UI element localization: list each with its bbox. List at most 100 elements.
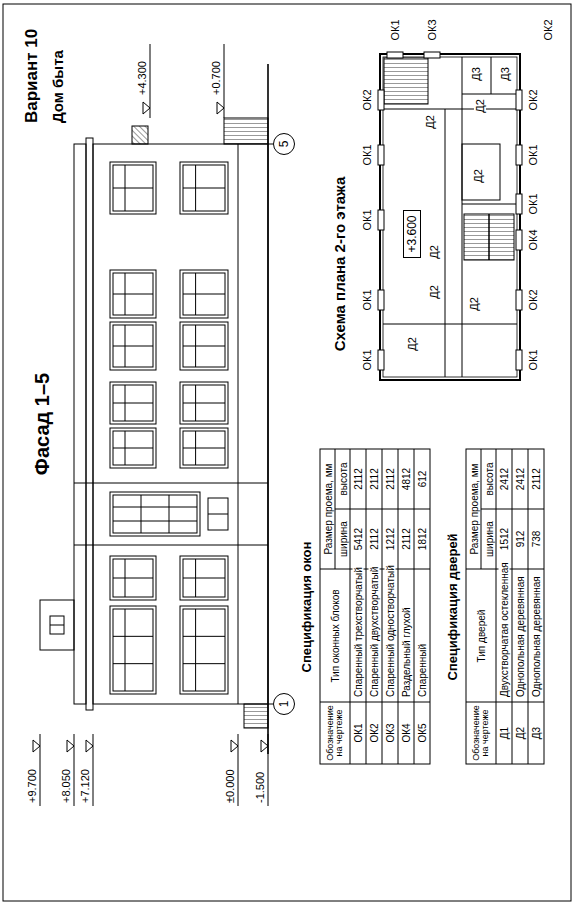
drawing-label: 612 bbox=[417, 470, 428, 489]
drawing-label: ширина bbox=[337, 520, 348, 558]
plan-window bbox=[378, 210, 384, 230]
drawing-label: ОК3 bbox=[426, 18, 438, 41]
window-mullion bbox=[183, 578, 225, 579]
window-frame bbox=[180, 606, 228, 694]
drawing-label: Д2 bbox=[424, 114, 436, 130]
plan-window bbox=[516, 350, 522, 370]
drawing-label: ОК1 bbox=[527, 192, 539, 215]
drawing-label: Схема плана 2-го этажа bbox=[332, 176, 349, 353]
drawing-label: Спаренный трехстворчатый bbox=[353, 566, 364, 698]
drawing-label: 2112 bbox=[401, 527, 412, 551]
drawing-label: Однопольная деревянная bbox=[515, 575, 526, 698]
window-transom bbox=[195, 431, 196, 465]
window-sash bbox=[183, 385, 225, 421]
plan-window bbox=[378, 145, 384, 165]
parapet bbox=[74, 144, 86, 704]
window-frame bbox=[110, 556, 156, 600]
window-sash bbox=[113, 559, 153, 597]
roof-penthouse bbox=[40, 600, 74, 650]
drawing-label: 2112 bbox=[353, 467, 364, 491]
window-mullion bbox=[113, 663, 153, 664]
drawing-label: 738 bbox=[531, 530, 542, 549]
window-frame bbox=[180, 556, 228, 600]
plan-window bbox=[516, 194, 522, 214]
window-frame bbox=[180, 270, 228, 318]
stair-window bbox=[169, 495, 170, 533]
small-window bbox=[208, 498, 228, 530]
drawing-label: Д2 bbox=[472, 168, 484, 184]
window-transom bbox=[195, 385, 196, 421]
drawing-label: ОК1 bbox=[527, 348, 539, 371]
partition bbox=[491, 57, 492, 94]
partition bbox=[462, 94, 517, 95]
drawing-label: Тип оконных блоков bbox=[330, 588, 341, 683]
level-line bbox=[268, 734, 269, 806]
drawing-label: ширина bbox=[483, 520, 494, 558]
window-transom bbox=[195, 165, 196, 211]
window-sash bbox=[183, 431, 225, 465]
window-transom bbox=[195, 609, 196, 691]
window-sash bbox=[113, 165, 153, 211]
plan-window bbox=[516, 230, 522, 250]
drawing-label: +0.700 bbox=[210, 60, 222, 96]
porch-steps bbox=[224, 118, 268, 144]
table-line bbox=[382, 449, 383, 764]
window-transom bbox=[125, 325, 126, 367]
drawing-label: Д2 bbox=[474, 98, 486, 114]
partition bbox=[383, 324, 517, 325]
drawing-label: Спецификация дверей bbox=[446, 532, 460, 681]
table-line bbox=[481, 449, 482, 569]
drawing-label: Двухстворчатая остекленная bbox=[499, 561, 510, 698]
drawing-label: 1512 bbox=[499, 527, 510, 551]
plan-inner-wall bbox=[383, 57, 517, 377]
window-sash bbox=[183, 559, 225, 597]
window-transom bbox=[195, 273, 196, 315]
window-transom bbox=[125, 431, 126, 465]
window-mullion bbox=[113, 578, 153, 579]
stair-window bbox=[141, 495, 142, 533]
drawing-label: Д2 bbox=[406, 336, 418, 352]
drawing-label: высота bbox=[337, 462, 348, 497]
level-line bbox=[150, 44, 151, 118]
level-line bbox=[40, 734, 41, 806]
plan-window bbox=[516, 90, 522, 110]
node-text: 1 bbox=[278, 701, 290, 708]
drawing-label: +8.050 bbox=[60, 768, 72, 804]
window-mullion bbox=[183, 663, 225, 664]
stair-window bbox=[113, 495, 197, 533]
level-box: +3.600 bbox=[403, 210, 421, 257]
level-mark bbox=[261, 740, 268, 752]
drawing-label: Обозначение на чертеже bbox=[472, 703, 491, 763]
window-sash bbox=[113, 609, 153, 691]
plan-window bbox=[378, 90, 384, 110]
drawing-label: ОК1 bbox=[361, 288, 373, 311]
stair-window bbox=[113, 507, 197, 508]
window-sash bbox=[183, 325, 225, 367]
drawing-label: 2112 bbox=[369, 527, 380, 551]
drawing-label: Обозначение на чертеже bbox=[326, 703, 345, 763]
table-line bbox=[350, 449, 351, 764]
drawing-label: Размер проема, мм bbox=[468, 463, 479, 556]
window-transom bbox=[125, 609, 126, 691]
level-mark bbox=[33, 740, 40, 752]
window-transom bbox=[125, 273, 126, 315]
drawing-label: +4.300 bbox=[136, 60, 148, 96]
axis-marker: 1 bbox=[273, 693, 295, 715]
window-frame bbox=[110, 382, 156, 424]
axis-marker: 5 bbox=[273, 133, 295, 155]
drawing-label: ОК1 bbox=[527, 143, 539, 166]
drawing-label: 1812 bbox=[417, 527, 428, 551]
drawing-label: Д3 bbox=[531, 726, 542, 740]
drawing-label: 2412 bbox=[515, 467, 526, 491]
drawing-label: Д2 bbox=[428, 244, 440, 260]
window-mullion bbox=[183, 403, 225, 404]
plan-window bbox=[424, 52, 440, 58]
window-frame bbox=[180, 382, 228, 424]
window-mullion bbox=[113, 294, 153, 295]
drawing-label: Фасад 1–5 bbox=[31, 372, 53, 476]
drawing-label: ОК1 bbox=[353, 722, 364, 743]
window-frame bbox=[110, 270, 156, 318]
plan-window bbox=[378, 290, 384, 310]
drawing-label: ОК2 bbox=[527, 88, 539, 111]
